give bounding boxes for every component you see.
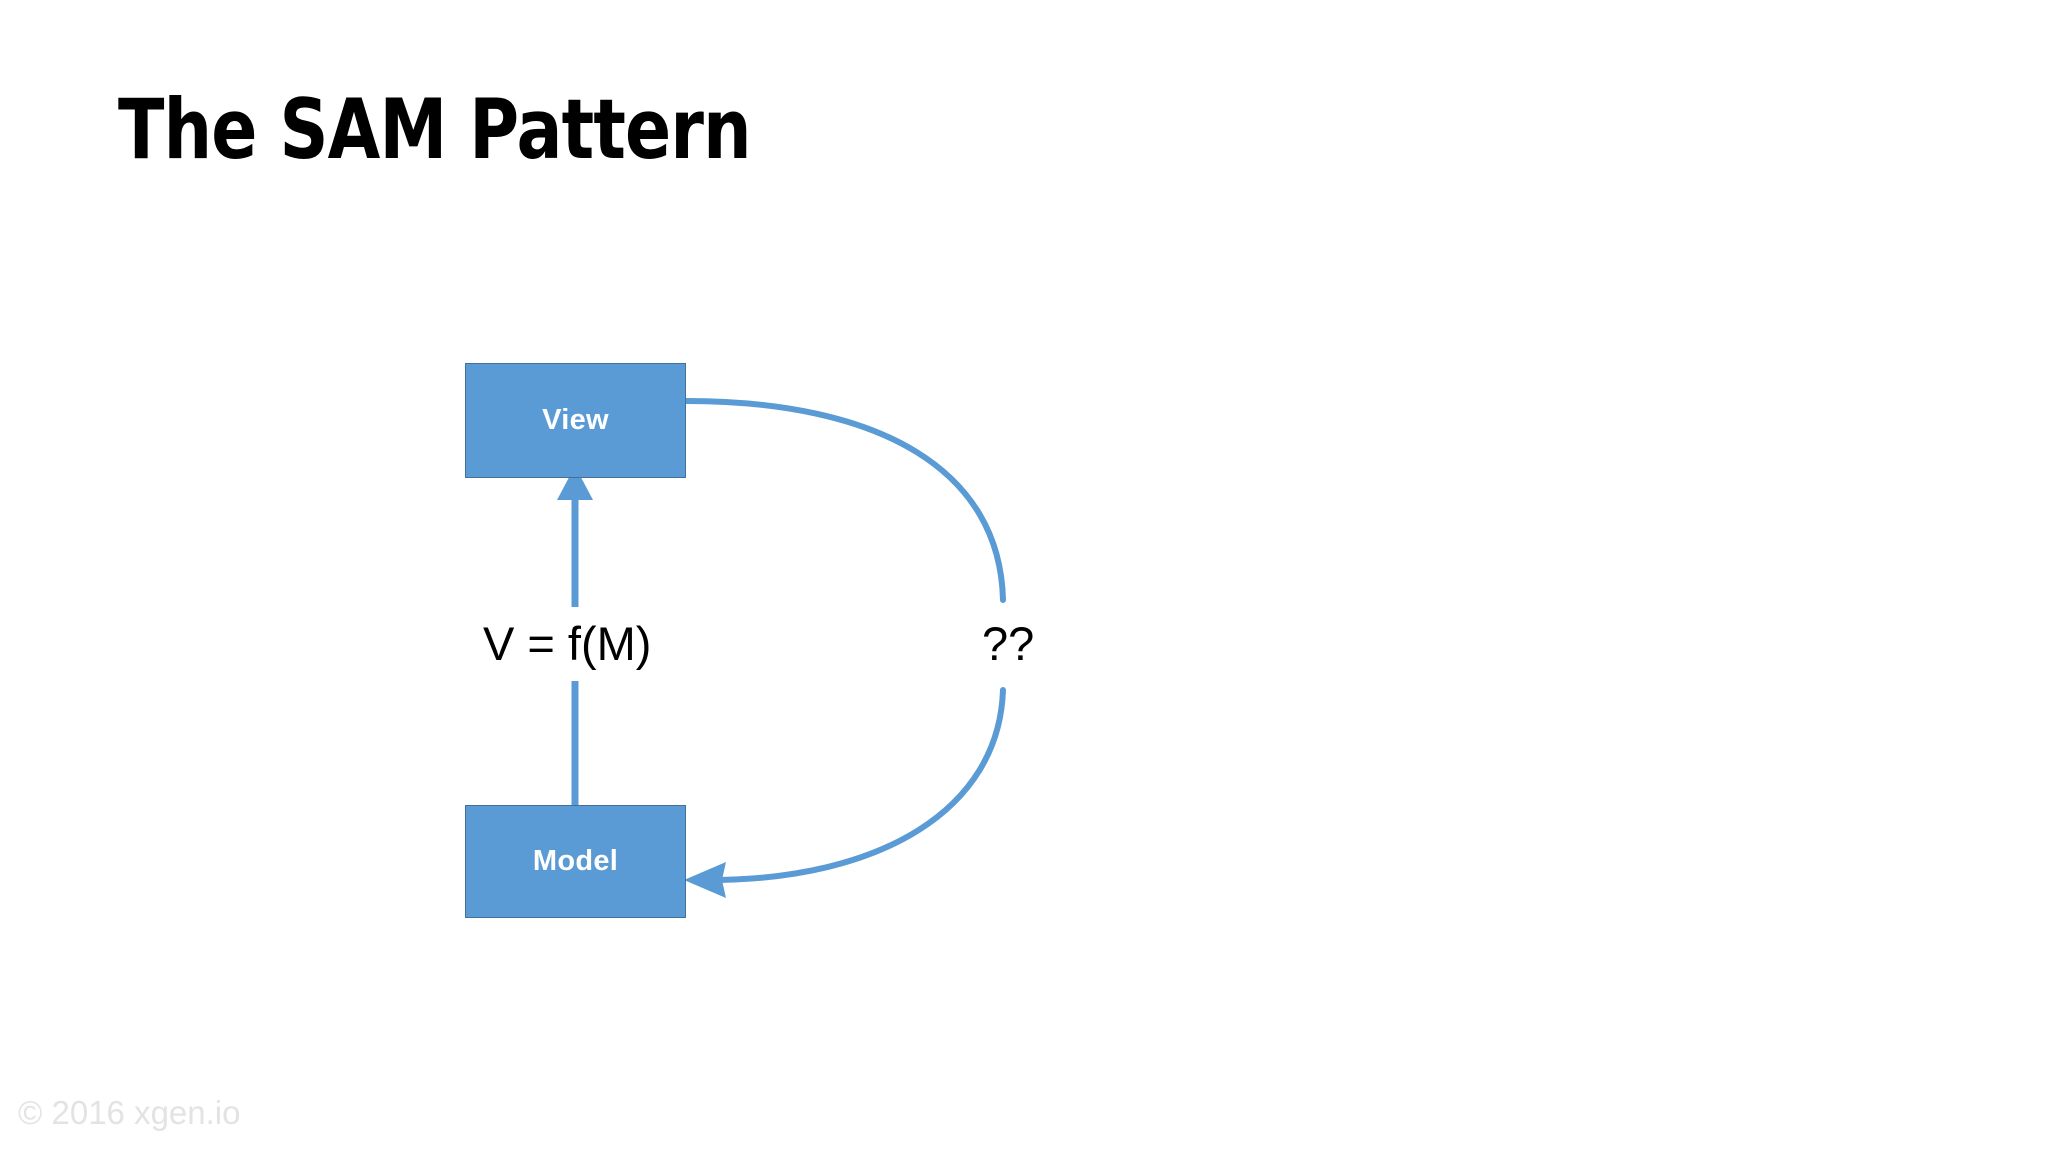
- connector-model-to-view-arrowhead: [557, 466, 593, 500]
- connector-view-to-model-lower-arc: [707, 687, 1006, 883]
- connector-view-to-model-upper-arc: [683, 398, 1006, 603]
- node-view[interactable]: View: [465, 363, 686, 478]
- node-view-label: View: [542, 404, 609, 436]
- node-model[interactable]: Model: [465, 805, 686, 918]
- footer-copyright: © 2016 xgen.io: [18, 1094, 241, 1131]
- edge-label-unknown: ??: [972, 607, 1045, 681]
- connector-view-to-model: [683, 398, 1006, 898]
- connector-view-to-model-arrowhead: [684, 862, 726, 898]
- node-model-label: Model: [532, 845, 619, 877]
- edge-label-v-equals-f-of-m: V = f(M): [477, 607, 658, 681]
- page-title: The SAM Pattern: [118, 81, 752, 178]
